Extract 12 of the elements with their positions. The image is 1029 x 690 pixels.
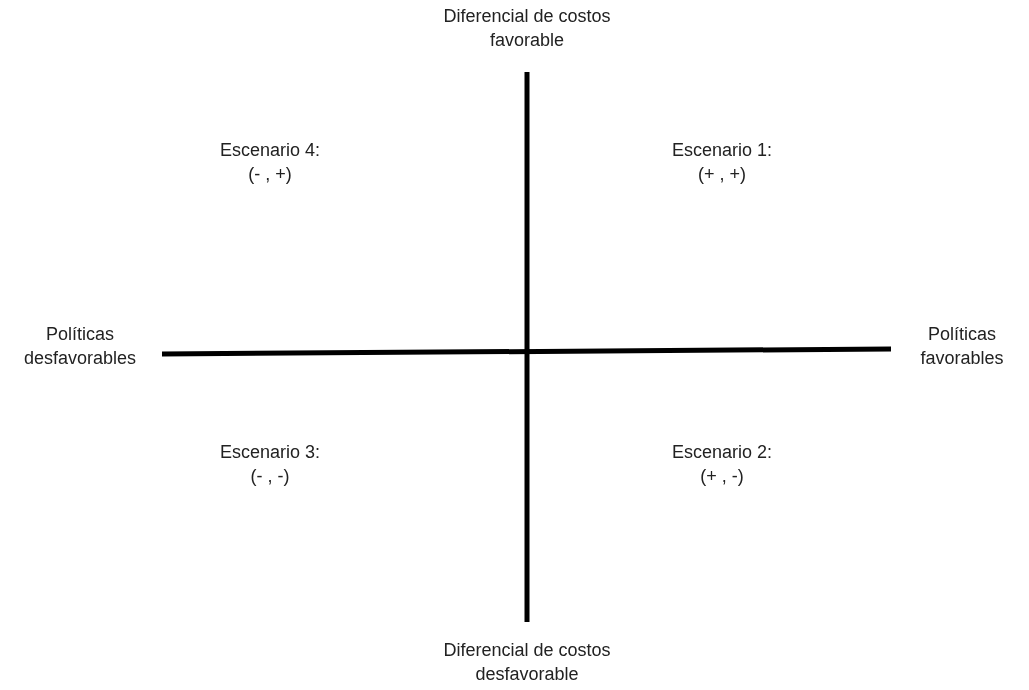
axis-label: Diferencial de costos desfavorable: [442, 639, 612, 686]
axis-label: Diferencial de costos favorable: [442, 5, 612, 52]
quadrant-label: (+ , +): [698, 163, 746, 186]
quadrant-label: Escenario 4:: [219, 139, 321, 162]
quadrant-label: (- , +): [248, 163, 292, 186]
quadrant-label: (+ , -): [700, 465, 744, 488]
quadrant-label: Escenario 2:: [671, 441, 773, 464]
quadrant-label: Escenario 3:: [219, 441, 321, 464]
axis-label: Políticas favorables: [919, 323, 1005, 370]
quadrant-label: (- , -): [250, 465, 290, 488]
axis-label: Políticas desfavorables: [22, 323, 138, 370]
quadrant-label: Escenario 1:: [671, 139, 773, 162]
